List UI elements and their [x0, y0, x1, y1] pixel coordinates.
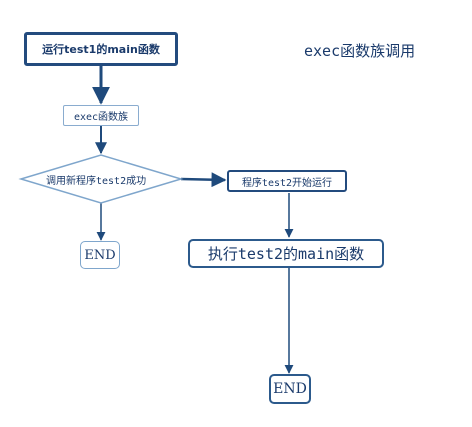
diagram-title: exec函数族调用 — [304, 42, 416, 60]
end-right-label: END — [273, 381, 307, 397]
end-left-label: END — [84, 247, 116, 263]
program-start-node: 程序test2开始运行 — [227, 170, 347, 192]
exec-family-label: exec函数族 — [73, 112, 129, 123]
start-node-label: 运行test1的main函数 — [42, 43, 160, 56]
end-right-node: END — [269, 374, 311, 404]
start-node: 运行test1的main函数 — [24, 32, 178, 66]
program-start-label: 程序test2开始运行 — [241, 177, 333, 189]
exec-main-label: 执行test2的main函数 — [207, 245, 365, 263]
edge-decision-to-program-start — [180, 172, 227, 188]
decision-diamond — [18, 154, 184, 204]
decision-label: 调用新程序test2成功 — [46, 176, 147, 187]
end-left-node: END — [80, 241, 120, 269]
exec-family-node: exec函数族 — [63, 105, 139, 126]
exec-main-node: 执行test2的main函数 — [188, 239, 384, 268]
